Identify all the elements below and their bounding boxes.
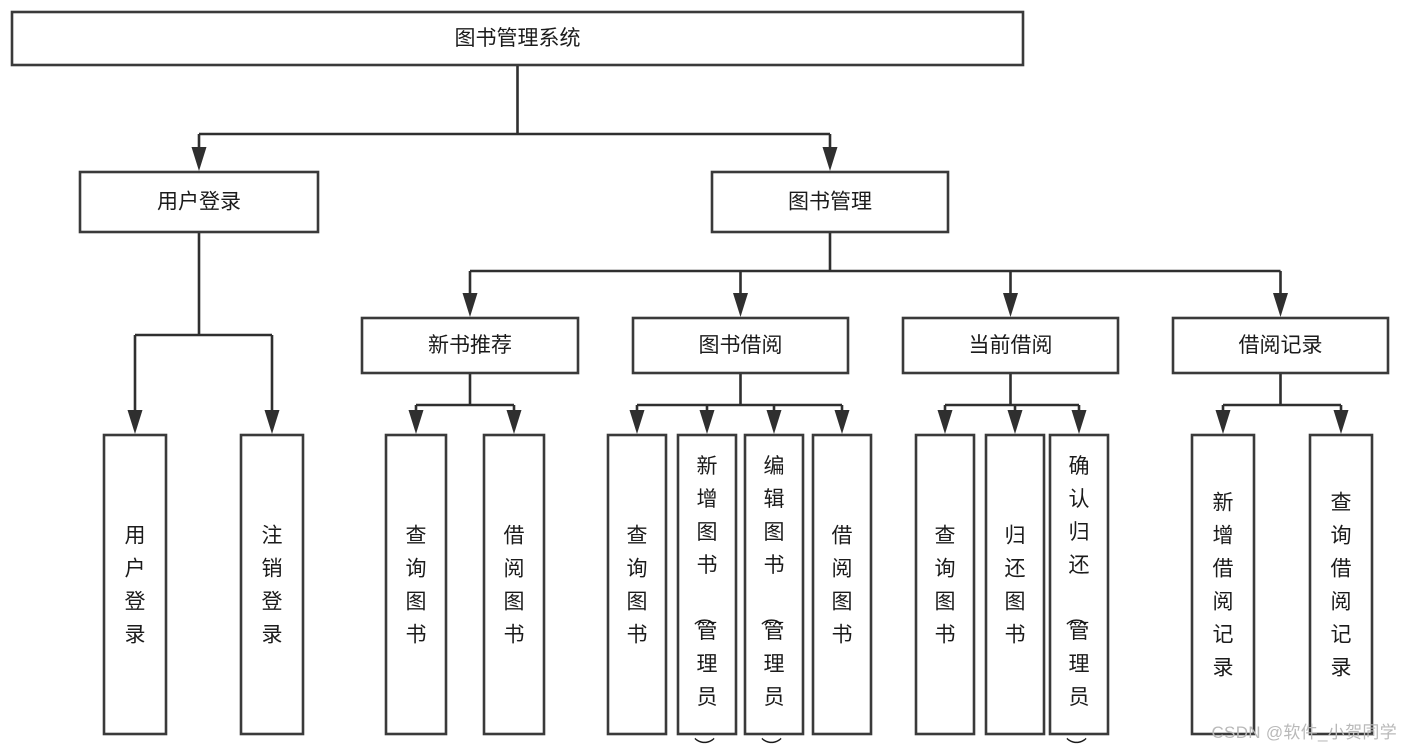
node-newbook-1[interactable]: 查询图书	[384, 433, 448, 736]
node-box-records-2[interactable]	[1308, 433, 1374, 736]
node-records-1[interactable]: 新增借阅记录	[1190, 433, 1256, 736]
arrow-head-records-1	[1215, 410, 1231, 434]
node-root[interactable]: 图书管理系统	[10, 10, 1025, 67]
arrow-head-bookmgmt	[822, 147, 838, 171]
node-box-login-2[interactable]	[239, 433, 305, 736]
connector-group-bookmgmt	[462, 232, 1288, 317]
arrow-head-newbook	[462, 293, 478, 317]
node-box-login-1[interactable]	[102, 433, 168, 736]
node-borrow-2[interactable]: 新增图书（管理员）	[676, 433, 738, 747]
arrow-head-newbook-1	[408, 410, 424, 434]
node-label-borrow-4: 借阅图书	[832, 524, 853, 646]
node-box-records[interactable]	[1171, 316, 1390, 375]
node-box-current-2[interactable]	[984, 433, 1046, 736]
arrow-head-records	[1273, 293, 1288, 317]
node-box-newbook-2[interactable]	[482, 433, 546, 736]
arrow-head-newbook-2	[506, 410, 522, 434]
node-label-records: 借阅记录	[1239, 334, 1323, 357]
node-label-records-1: 新增借阅记录	[1213, 491, 1234, 679]
node-login-2[interactable]: 注销登录	[239, 433, 305, 736]
arrow-head-borrow-3	[766, 410, 782, 434]
connector-group-borrow	[629, 373, 850, 434]
node-current[interactable]: 当前借阅	[901, 316, 1120, 375]
node-newbook[interactable]: 新书推荐	[360, 316, 580, 375]
node-label-current-1: 查询图书	[935, 524, 956, 646]
node-box-bookmgmt[interactable]	[710, 170, 950, 234]
arrow-head-current-1	[937, 410, 953, 434]
node-borrow-4[interactable]: 借阅图书	[811, 433, 873, 736]
connector-group-login	[127, 232, 280, 434]
node-box-root[interactable]	[10, 10, 1025, 67]
node-label-bookmgmt: 图书管理	[788, 191, 872, 214]
node-box-newbook[interactable]	[360, 316, 580, 375]
node-box-current-1[interactable]	[914, 433, 976, 736]
node-label-borrow-3: 编辑图书（管理员）	[759, 455, 785, 747]
node-borrow-1[interactable]: 查询图书	[606, 433, 668, 736]
node-current-3[interactable]: 确认归还（管理员）	[1048, 433, 1110, 747]
arrow-head-records-2	[1333, 410, 1349, 434]
node-label-current: 当前借阅	[969, 334, 1053, 357]
node-login-1[interactable]: 用户登录	[102, 433, 168, 736]
node-box-borrow-2[interactable]	[676, 433, 738, 736]
node-box-newbook-1[interactable]	[384, 433, 448, 736]
node-label-newbook-1: 查询图书	[406, 524, 427, 646]
arrow-head-borrow-1	[629, 410, 645, 434]
node-borrow[interactable]: 图书借阅	[631, 316, 850, 375]
node-label-current-3: 确认归还（管理员）	[1064, 455, 1090, 747]
arrow-head-current	[1003, 293, 1018, 317]
node-box-borrow-3[interactable]	[743, 433, 805, 736]
node-label-borrow-2: 新增图书（管理员）	[692, 455, 718, 747]
node-label-login-1: 用户登录	[125, 524, 146, 646]
arrow-head-borrow	[733, 293, 748, 317]
node-box-borrow-4[interactable]	[811, 433, 873, 736]
arrow-head-borrow-2	[699, 410, 715, 434]
arrow-head-login-1	[127, 410, 143, 434]
node-login[interactable]: 用户登录	[78, 170, 320, 234]
node-box-borrow[interactable]	[631, 316, 850, 375]
node-layer: 图书管理系统用户登录图书管理用户登录注销登录新书推荐图书借阅当前借阅借阅记录查询…	[10, 10, 1390, 747]
node-label-newbook: 新书推荐	[428, 334, 512, 357]
node-newbook-2[interactable]: 借阅图书	[482, 433, 546, 736]
node-label-borrow: 图书借阅	[699, 334, 783, 357]
node-current-1[interactable]: 查询图书	[914, 433, 976, 736]
node-box-login[interactable]	[78, 170, 320, 234]
node-label-borrow-1: 查询图书	[627, 524, 648, 646]
watermark: CSDN @软件_小贺同学	[1211, 723, 1397, 742]
connector-group-root	[191, 65, 838, 171]
node-box-records-1[interactable]	[1190, 433, 1256, 736]
node-borrow-3[interactable]: 编辑图书（管理员）	[743, 433, 805, 747]
node-label-current-2: 归还图书	[1005, 524, 1026, 646]
node-label-root: 图书管理系统	[455, 27, 581, 50]
node-label-newbook-2: 借阅图书	[504, 524, 525, 646]
arrow-head-login-2	[264, 410, 280, 434]
connector-layer	[127, 65, 1349, 434]
node-label-login-2: 注销登录	[262, 524, 283, 646]
node-label-records-2: 查询借阅记录	[1331, 491, 1352, 679]
node-label-login: 用户登录	[157, 191, 241, 214]
arrow-head-current-2	[1007, 410, 1023, 434]
node-bookmgmt[interactable]: 图书管理	[710, 170, 950, 234]
node-records[interactable]: 借阅记录	[1171, 316, 1390, 375]
node-records-2[interactable]: 查询借阅记录	[1308, 433, 1374, 736]
node-current-2[interactable]: 归还图书	[984, 433, 1046, 736]
arrow-head-borrow-4	[834, 410, 850, 434]
connector-group-current	[937, 373, 1087, 434]
node-box-borrow-1[interactable]	[606, 433, 668, 736]
connector-group-newbook	[408, 373, 522, 434]
connector-group-records	[1215, 373, 1349, 434]
arrow-head-current-3	[1071, 410, 1087, 434]
node-box-current[interactable]	[901, 316, 1120, 375]
node-box-current-3[interactable]	[1048, 433, 1110, 736]
arrow-head-login	[191, 147, 207, 171]
